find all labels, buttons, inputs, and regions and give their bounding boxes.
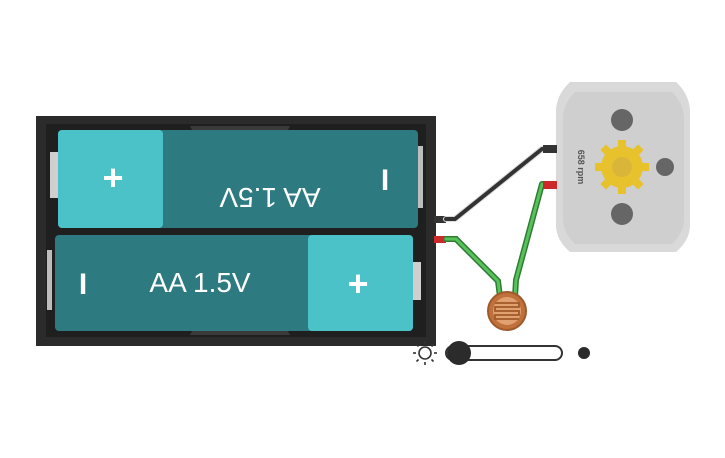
- motor-screw-top: [611, 109, 633, 131]
- dc-motor[interactable]: 658 rpm: [543, 82, 690, 252]
- wire-black: [444, 147, 544, 221]
- slider-knob[interactable]: [447, 341, 471, 365]
- wire-green-2: [513, 182, 544, 299]
- cell-bottom-label: AA 1.5V: [149, 267, 251, 298]
- slider-dark-indicator: [578, 347, 590, 359]
- motor-speed-readout: 658 rpm: [576, 150, 586, 185]
- battery-positive-terminal[interactable]: [434, 236, 446, 243]
- battery-cell-bottom[interactable]: I AA 1.5V +: [47, 235, 421, 331]
- wire-green-1: [444, 237, 502, 299]
- battery-cell-top[interactable]: + I AA 1.5V: [50, 130, 423, 228]
- photoresistor[interactable]: [487, 291, 527, 331]
- motor-screw-bottom: [611, 203, 633, 225]
- motor-terminal-negative[interactable]: [543, 145, 557, 153]
- cell-top-plus-symbol: +: [102, 157, 123, 198]
- cell-top-positive-end: [58, 130, 163, 228]
- slider-track[interactable]: [445, 345, 563, 361]
- battery-pack[interactable]: + I AA 1.5V I AA 1.5V +: [36, 116, 446, 346]
- wires: [443, 146, 545, 300]
- light-slider[interactable]: [413, 341, 590, 365]
- cell-top-minus-symbol: I: [381, 164, 389, 197]
- photoresistor-trace: [494, 302, 520, 320]
- cell-bottom-minus-symbol: I: [79, 268, 87, 301]
- cell-top-label: AA 1.5V: [219, 182, 321, 213]
- battery-negative-terminal[interactable]: [434, 216, 446, 223]
- sun-icon: [413, 341, 437, 365]
- motor-screw-right: [656, 158, 674, 176]
- motor-gear-icon: [595, 140, 649, 194]
- cell-bottom-plus-symbol: +: [347, 263, 368, 304]
- motor-terminal-positive[interactable]: [543, 181, 557, 189]
- cell-bottom-positive-end: [308, 235, 413, 331]
